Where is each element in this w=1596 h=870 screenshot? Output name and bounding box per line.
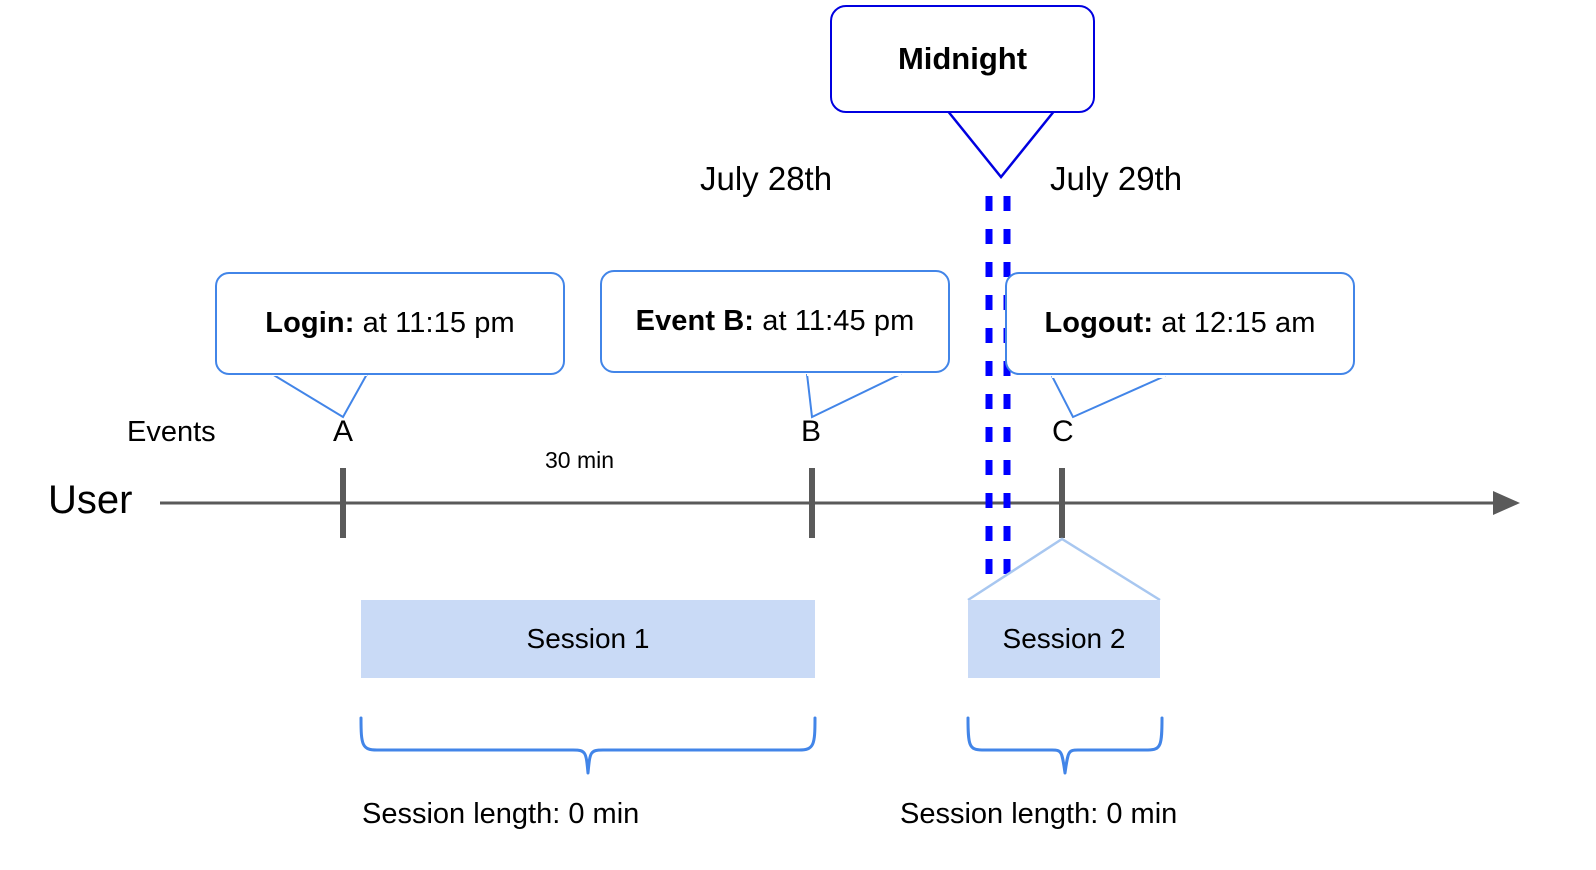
- session-length-label-2: Session length: 0 min: [900, 798, 1178, 830]
- user-row-label: User: [48, 478, 133, 522]
- event-callout-login-text: Login: at 11:15 pm: [265, 307, 514, 340]
- session-box-2: Session 2: [968, 600, 1160, 678]
- session-box-2-label: Session 2: [1002, 623, 1126, 654]
- date-label-july-29: July 29th: [1050, 160, 1183, 197]
- session-box-1-label: Session 1: [526, 623, 650, 654]
- events-row-label: Events: [127, 416, 216, 448]
- midnight-callout: Midnight: [830, 5, 1095, 113]
- event-marker-label-a: A: [333, 415, 354, 448]
- event-callout-eventb-text: Event B: at 11:45 pm: [636, 305, 915, 338]
- event-marker-label-b: B: [801, 415, 822, 448]
- session1-brace: [359, 716, 817, 775]
- callout-tail-eventb: [806, 373, 902, 419]
- midnight-callout-tail: [946, 109, 1056, 179]
- session-length-label-1: Session length: 0 min: [362, 798, 640, 830]
- event-callout-logout-text: Logout: at 12:15 am: [1044, 307, 1315, 340]
- event-callout-eventb-rest: at 11:45 pm: [754, 305, 915, 337]
- date-label-july-28: July 28th: [700, 160, 833, 197]
- event-callout-logout-rest: at 12:15 am: [1153, 307, 1316, 339]
- session2-brace: [966, 716, 1164, 775]
- event-callout-logout: Logout: at 12:15 am: [1005, 272, 1355, 375]
- event-callout-login-rest: at 11:15 pm: [354, 307, 515, 339]
- event-callout-logout-bold: Logout:: [1044, 307, 1154, 339]
- callout-tail-logout: [1051, 375, 1166, 419]
- event-callout-eventb-bold: Event B:: [635, 305, 755, 337]
- callout-tail-login: [271, 373, 368, 419]
- session2-peak-connector: [967, 537, 1161, 602]
- event-callout-login: Login: at 11:15 pm: [215, 272, 565, 375]
- session-box-1: Session 1: [361, 600, 815, 678]
- event-callout-eventb: Event B: at 11:45 pm: [600, 270, 950, 373]
- event-marker-label-c: C: [1052, 415, 1074, 448]
- event-callout-login-bold: Login:: [265, 307, 355, 339]
- midnight-callout-label: Midnight: [897, 41, 1028, 76]
- gap-duration-label: 30 min: [545, 447, 615, 473]
